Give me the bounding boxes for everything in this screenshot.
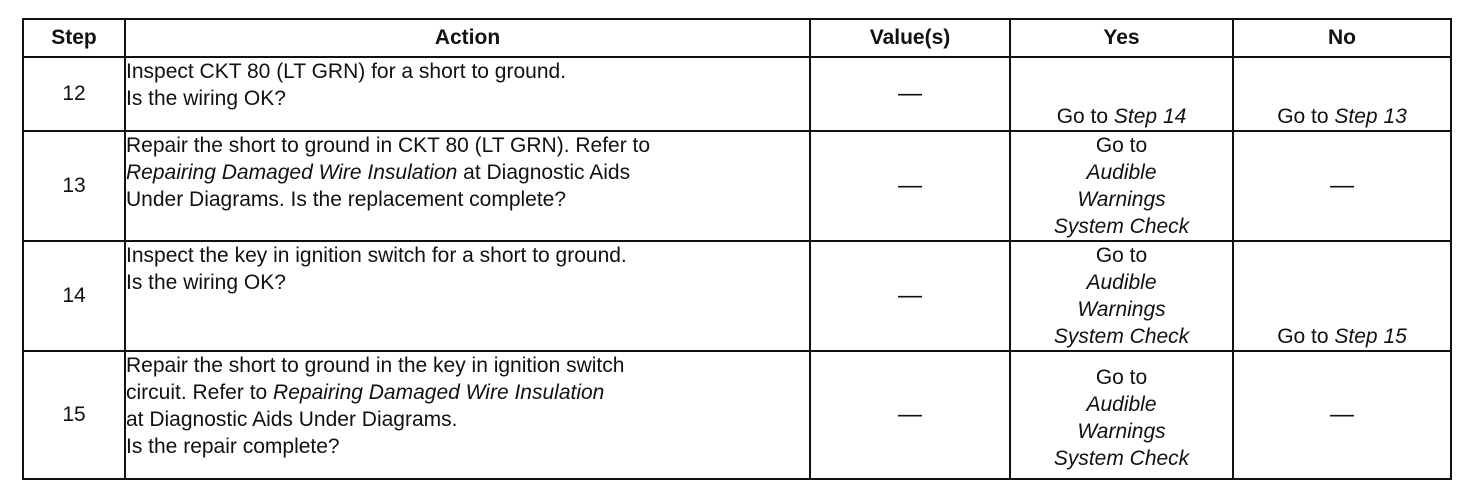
header-values: Value(s) bbox=[809, 18, 1011, 58]
no-target: Step 15 bbox=[1334, 325, 1407, 348]
diagnostic-table: Step Action Value(s) Yes No 12 Inspect C… bbox=[22, 18, 1452, 480]
step-number: 15 bbox=[22, 350, 126, 480]
action-line: Under Diagrams. Is the replacement compl… bbox=[126, 188, 567, 211]
table-row-step-12: 12 Inspect CKT 80 (LT GRN) for a short t… bbox=[22, 56, 1452, 132]
action-line: Repair the short to ground in CKT 80 (LT… bbox=[126, 134, 651, 157]
action-line: Is the repair complete? bbox=[126, 435, 340, 458]
action-line: Inspect CKT 80 (LT GRN) for a short to g… bbox=[126, 60, 567, 83]
action-line: circuit. Refer to Repairing Damaged Wire… bbox=[126, 381, 605, 404]
action-cell: Repair the short to ground in the key in… bbox=[124, 350, 811, 480]
yes-target: Step 14 bbox=[1113, 105, 1187, 128]
action-line: Repair the short to ground in the key in… bbox=[126, 354, 625, 377]
action-line: Inspect the key in ignition switch for a… bbox=[126, 244, 627, 267]
header-step: Step bbox=[22, 18, 126, 58]
action-cell: Inspect CKT 80 (LT GRN) for a short to g… bbox=[124, 56, 811, 132]
values-cell: — bbox=[809, 350, 1011, 480]
no-cell: — bbox=[1232, 130, 1452, 242]
values-cell: — bbox=[809, 130, 1011, 242]
yes-cell: Go to Audible Warnings System Check bbox=[1009, 130, 1234, 242]
yes-cell: Go to Audible Warnings System Check bbox=[1009, 350, 1234, 480]
no-target: Step 13 bbox=[1334, 105, 1407, 128]
table-row-step-14: 14 Inspect the key in ignition switch fo… bbox=[22, 240, 1452, 352]
action-line: Is the wiring OK? bbox=[126, 87, 286, 110]
yes-cell: Go to Audible Warnings System Check bbox=[1009, 240, 1234, 352]
step-number: 13 bbox=[22, 130, 126, 242]
table-row-step-15: 15 Repair the short to ground in the key… bbox=[22, 350, 1452, 480]
step-number: 14 bbox=[22, 240, 126, 352]
no-cell: Go to Step 15 bbox=[1232, 240, 1452, 352]
header-yes: Yes bbox=[1009, 18, 1234, 58]
header-action: Action bbox=[124, 18, 811, 58]
header-no: No bbox=[1232, 18, 1452, 58]
table-row-step-13: 13 Repair the short to ground in CKT 80 … bbox=[22, 130, 1452, 242]
yes-cell: Go to Step 14 bbox=[1009, 56, 1234, 132]
no-cell: Go to Step 13 bbox=[1232, 56, 1452, 132]
header-row: Step Action Value(s) Yes No bbox=[22, 18, 1452, 58]
step-number: 12 bbox=[22, 56, 126, 132]
action-line: Is the wiring OK? bbox=[126, 271, 286, 294]
action-cell: Inspect the key in ignition switch for a… bbox=[124, 240, 811, 352]
action-line: at Diagnostic Aids Under Diagrams. bbox=[126, 408, 458, 431]
no-cell: — bbox=[1232, 350, 1452, 480]
action-cell: Repair the short to ground in CKT 80 (LT… bbox=[124, 130, 811, 242]
values-cell: — bbox=[809, 240, 1011, 352]
values-cell: — bbox=[809, 56, 1011, 132]
action-line: Repairing Damaged Wire Insulation at Dia… bbox=[126, 161, 631, 184]
